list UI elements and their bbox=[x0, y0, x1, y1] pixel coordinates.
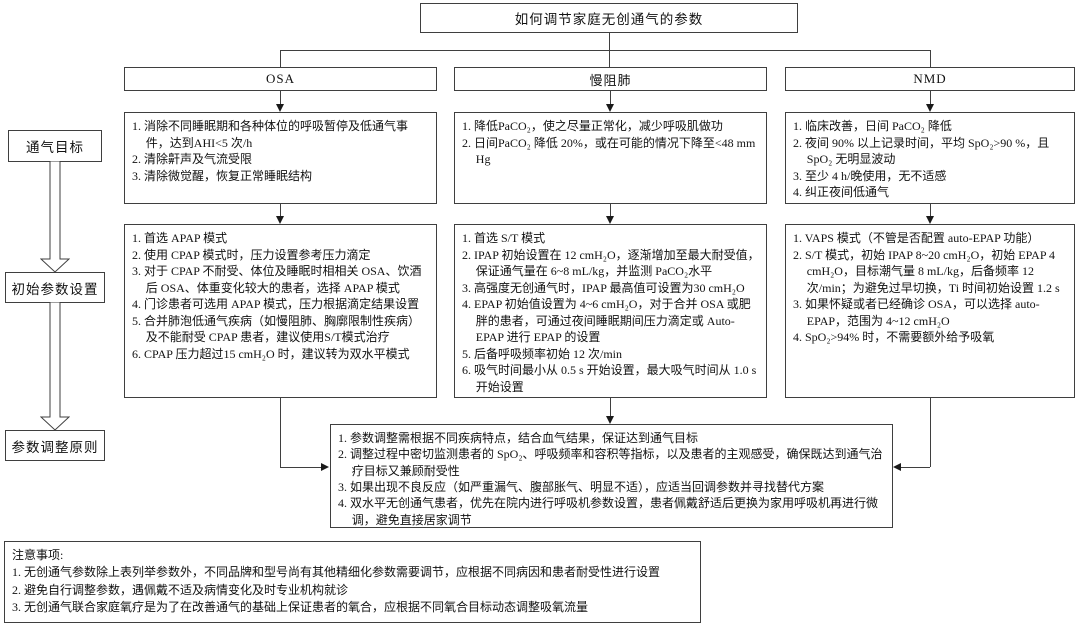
adjustment-principles-box: 1. 参数调整需根据不同疾病特点，结合血气结果，保证达到通气目标 2. 调整过程中… bbox=[330, 424, 893, 528]
osa-initial-settings-box: 1. 首选 APAP 模式 2. 使用 CPAP 模式时，压力设置参考压力滴定 3.… bbox=[124, 224, 437, 398]
column-header-copd: 慢阻肺 bbox=[454, 67, 767, 91]
copd-initial-settings-box: 1. 首选 S/T 模式 2. IPAP 初始设置在 12 cmH₂O，逐渐增加至… bbox=[454, 224, 767, 398]
list-item: 1. 临床改善，日间 PaCO₂ 降低 bbox=[793, 119, 952, 133]
connector-line bbox=[930, 50, 931, 67]
down-block-arrow bbox=[40, 302, 70, 431]
list-item: 6. 吸气时间最小从 0.5 s 开始设置，最大吸气时间从 1.0 s 开始设置 bbox=[462, 363, 757, 394]
list-item: 1. 无创通气参数除上表列举参数外，不同品牌和型号尚有其他精细化参数需要调节，应… bbox=[12, 565, 661, 580]
stage-label-initial: 初始参数设置 bbox=[11, 281, 99, 297]
list-item: 1. VAPS 模式（不管是否配置 auto-EPAP 功能） bbox=[793, 231, 1040, 245]
list-item: 6. CPAP 压力超过15 cmH₂O 时，建议转为双水平模式 bbox=[132, 346, 410, 361]
notes-box: 注意事项: 1. 无创通气参数除上表列举参数外，不同品牌和型号尚有其他精细化参数… bbox=[4, 541, 701, 623]
list-item: 2. 使用 CPAP 模式时，压力设置参考压力滴定 bbox=[132, 247, 371, 262]
notes-list: 1. 无创通气参数除上表列举参数外，不同品牌和型号尚有其他精细化参数需要调节，应… bbox=[12, 564, 694, 616]
connector-line bbox=[280, 50, 930, 51]
list-item: 1. 首选 APAP 模式 bbox=[132, 231, 228, 245]
list-item: 4. 纠正夜间低通气 bbox=[793, 185, 890, 200]
notes-heading: 注意事项: bbox=[12, 548, 64, 562]
list-item: 2. 调整过程中密切监测患者的 SpO₂、呼吸频率和容积等指标，以及患者的主观感… bbox=[338, 447, 883, 478]
down-block-arrow bbox=[40, 161, 70, 273]
connector-line bbox=[280, 50, 281, 67]
nmd-goals-box: 1. 临床改善，日间 PaCO₂ 降低 2. 夜间 90% 以上记录时间，平均 S… bbox=[785, 112, 1075, 204]
list-item: 5. 后备呼吸频率初始 12 次/min bbox=[462, 346, 623, 361]
list-item: 3. 清除微觉醒，恢复正常睡眠结构 bbox=[132, 168, 313, 183]
list-item: 4. 门诊患者可选用 APAP 模式，压力根据滴定结果设置 bbox=[132, 297, 420, 312]
list-item: 1. 首选 S/T 模式 bbox=[462, 231, 546, 245]
list-item: 5. 合并肺泡低通气疾病（如慢阻肺、胸廓限制性疾病）及不能耐受 CPAP 患者，… bbox=[132, 313, 421, 345]
list-item: 1. 消除不同睡眠期和各种体位的呼吸暂停及低通气事件，达到AHI<5 次/h bbox=[132, 119, 409, 150]
list-item: 3. 对于 CPAP 不耐受、体位及睡眠时相相关 OSA、饮酒后 OSA、体重变… bbox=[132, 264, 422, 295]
stage-label-adjust-box: 参数调整原则 bbox=[5, 430, 105, 461]
stage-label-adjust: 参数调整原则 bbox=[11, 439, 99, 455]
list-item: 4. EPAP 初始值设置为 4~6 cmH₂O，对于合并 OSA 或肥胖的患者… bbox=[462, 297, 751, 345]
column-header-nmd-label: NMD bbox=[913, 71, 947, 86]
list-item: 2. 避免自行调整参数，遇佩戴不适及病情变化及时专业机构就诊 bbox=[12, 582, 349, 597]
list-item: 2. IPAP 初始设置在 12 cmH₂O，逐渐增加至最大耐受值，保证通气量在… bbox=[462, 247, 760, 279]
list-item: 4. 双水平无创通气患者，优先在院内进行呼吸机参数设置，患者佩戴舒适后更换为家用… bbox=[338, 496, 879, 527]
list-item: 1. 降低PaCO₂，使之尽量正常化，减少呼吸肌做功 bbox=[462, 119, 723, 133]
list-item: 3. 如果出现不良反应（如严重漏气、腹部胀气、明显不适），应适当回调参数并寻找替… bbox=[338, 479, 825, 494]
copd-goals-box: 1. 降低PaCO₂，使之尽量正常化，减少呼吸肌做功 2. 日间PaCO₂ 降低 … bbox=[454, 112, 767, 204]
list-item: 1. 参数调整需根据不同疾病特点，结合血气结果，保证达到通气目标 bbox=[338, 431, 699, 445]
flowchart-title: 如何调节家庭无创通气的参数 bbox=[514, 12, 704, 27]
column-header-copd-label: 慢阻肺 bbox=[589, 72, 632, 88]
column-header-nmd: NMD bbox=[785, 67, 1075, 91]
stage-label-initial-box: 初始参数设置 bbox=[5, 272, 105, 303]
list-item: 2. 夜间 90% 以上记录时间，平均 SpO₂>90 %，且 SpO₂ 无明显… bbox=[793, 135, 1050, 167]
osa-goals-box: 1. 消除不同睡眠期和各种体位的呼吸暂停及低通气事件，达到AHI<5 次/h 2.… bbox=[124, 112, 437, 204]
column-header-osa-label: OSA bbox=[265, 71, 295, 86]
list-item: 3. 如果怀疑或者已经确诊 OSA，可以选择 auto-EPAP，范围为 4~1… bbox=[793, 297, 1040, 328]
nmd-initial-settings-box: 1. VAPS 模式（不管是否配置 auto-EPAP 功能） 2. S/T 模式… bbox=[785, 224, 1075, 398]
list-item: 2. 清除鼾声及气流受限 bbox=[132, 152, 253, 167]
list-item: 4. SpO₂>94% 时，不需要额外给予吸氧 bbox=[793, 330, 995, 345]
list-item: 3. 至少 4 h/晚使用，无不适感 bbox=[793, 168, 947, 183]
column-header-osa: OSA bbox=[124, 67, 437, 91]
list-item: 3. 无创通气联合家庭氧疗是为了在改善通气的基础上保证患者的氧合，应根据不同氧合… bbox=[12, 600, 589, 615]
flowchart-title-box: 如何调节家庭无创通气的参数 bbox=[420, 3, 798, 33]
list-item: 2. S/T 模式，初始 IPAP 8~20 cmH₂O，初始 EPAP 4 c… bbox=[793, 247, 1060, 295]
stage-label-goal: 通气目标 bbox=[26, 140, 84, 155]
stage-label-goal-box: 通气目标 bbox=[8, 130, 102, 162]
list-item: 3. 高强度无创通气时，IPAP 最高值可设置为30 cmH₂O bbox=[462, 280, 745, 295]
list-item: 2. 日间PaCO₂ 降低 20%，或在可能的情况下降至<48 mm Hg bbox=[462, 135, 756, 167]
